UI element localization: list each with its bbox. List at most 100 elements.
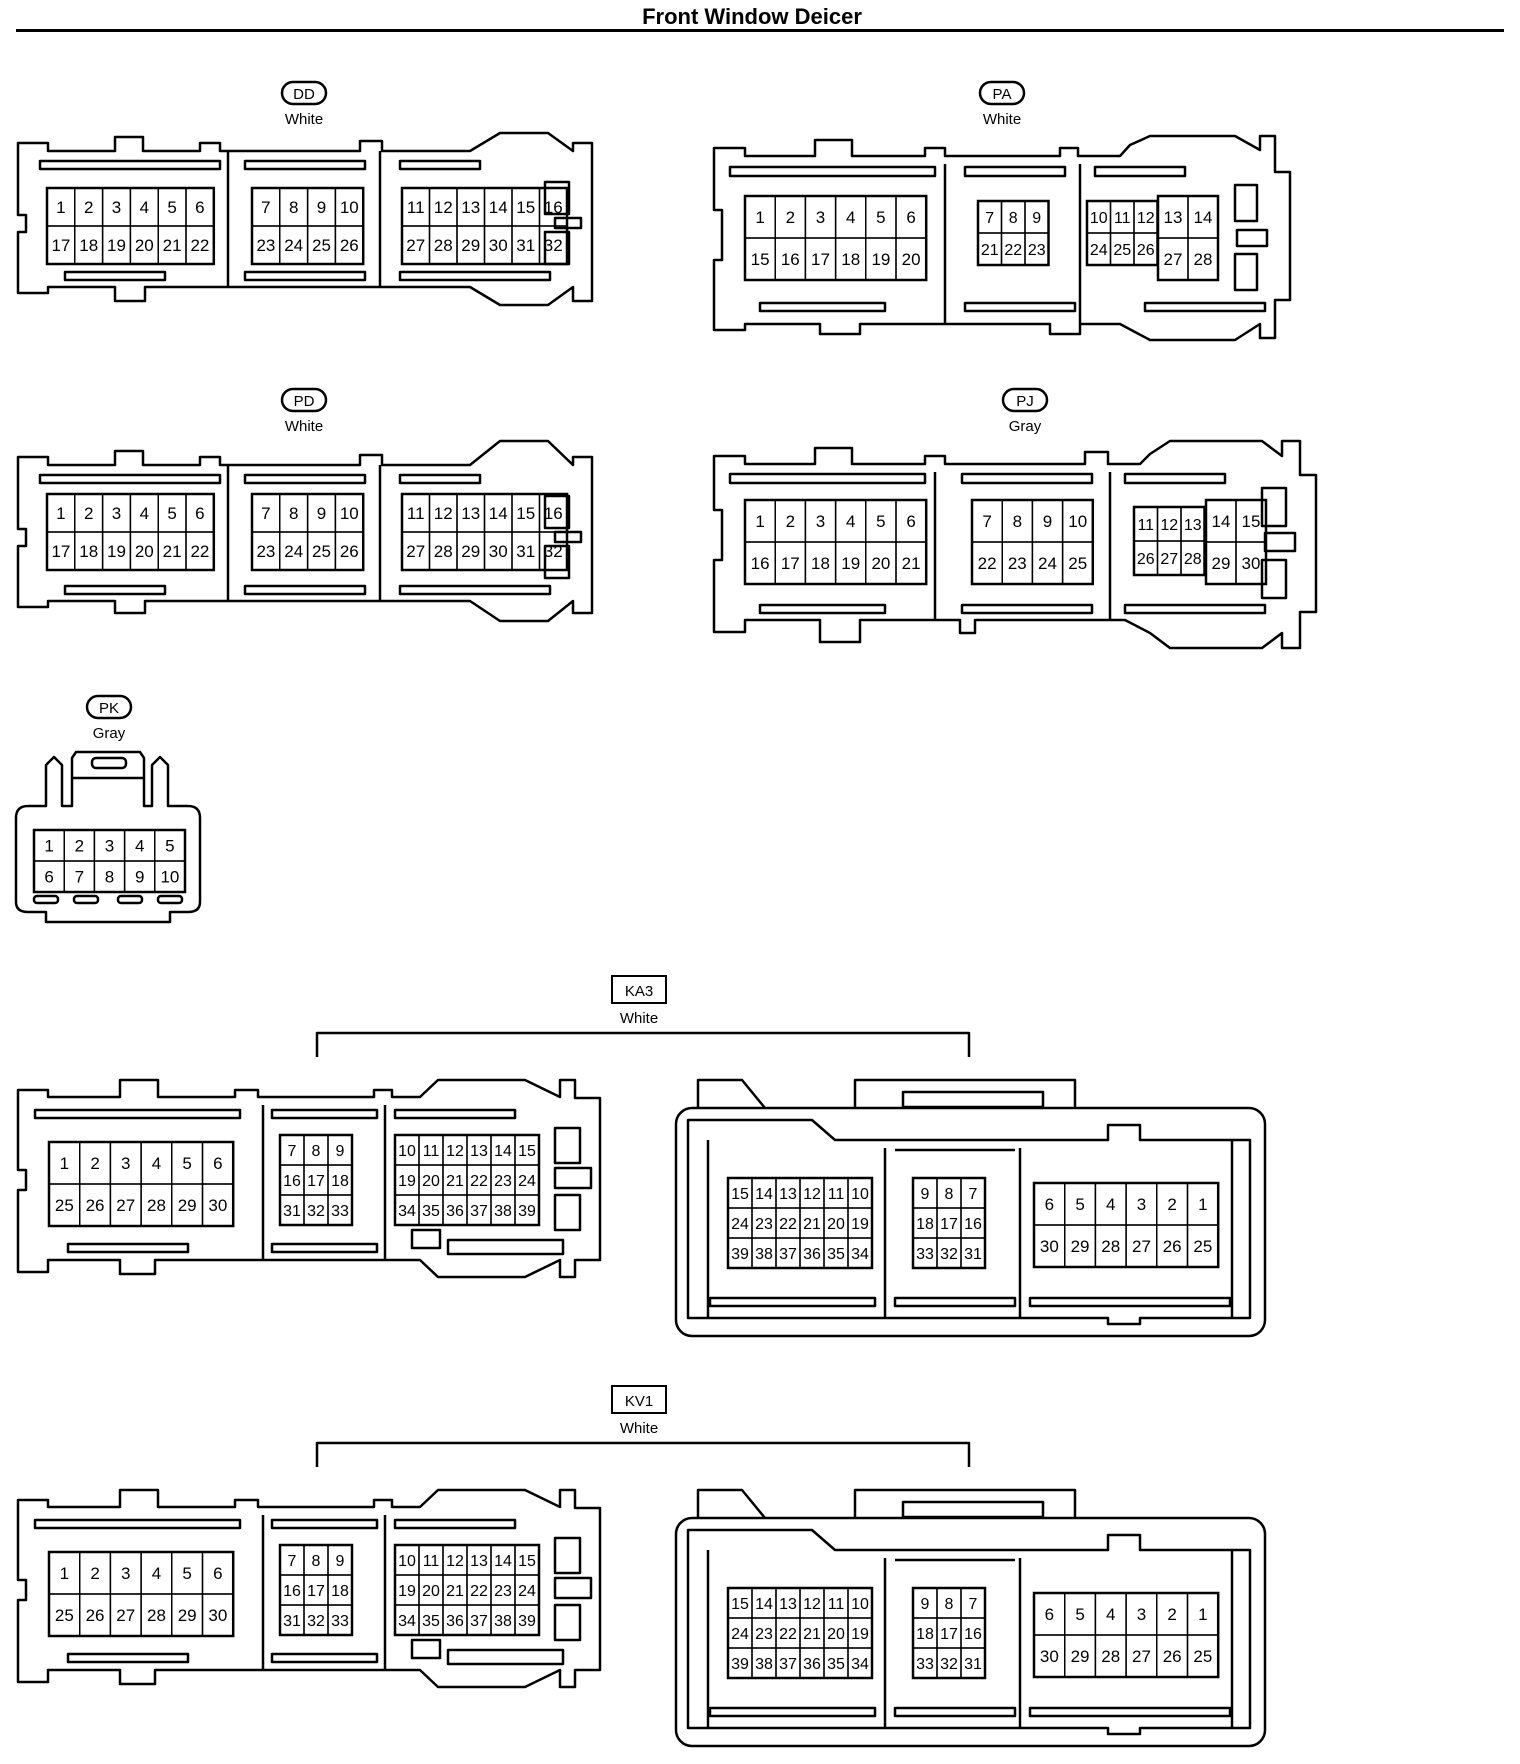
pin-number: 22 xyxy=(779,1216,797,1233)
pin-number: 35 xyxy=(422,1613,440,1630)
pin-number: 19 xyxy=(871,250,890,269)
pin-number: 1 xyxy=(56,198,65,217)
pin-number: 23 xyxy=(755,1216,773,1233)
pin-number: 30 xyxy=(489,236,508,255)
connector-dd-color: White xyxy=(285,111,323,128)
pin-number: 10 xyxy=(340,504,359,523)
pin-number: 23 xyxy=(755,1626,773,1643)
pin-number: 27 xyxy=(1132,1647,1151,1666)
pin-cell xyxy=(1024,232,1050,266)
pin-number: 24 xyxy=(1038,554,1057,573)
pin-number: 8 xyxy=(312,1143,321,1160)
pin-number: 5 xyxy=(876,208,885,227)
pin-cell xyxy=(185,225,215,265)
pin-number: 18 xyxy=(79,542,98,561)
pin-number: 5 xyxy=(182,1564,191,1583)
pin-number: 26 xyxy=(340,542,359,561)
pin-number: 5 xyxy=(167,198,176,217)
pin-number: 16 xyxy=(751,554,770,573)
pin-number: 33 xyxy=(916,1656,934,1673)
connector-pa-code: PA xyxy=(993,86,1012,103)
pin-cell xyxy=(1187,237,1219,281)
connector-pk-color: Gray xyxy=(93,725,126,742)
pin-number: 14 xyxy=(1212,512,1231,531)
pin-number: 24 xyxy=(1090,242,1108,259)
pin-number: 27 xyxy=(1160,551,1178,568)
pin-number: 4 xyxy=(846,512,855,531)
pin-number: 18 xyxy=(841,250,860,269)
pin-number: 15 xyxy=(518,1553,536,1570)
pin-number: 22 xyxy=(470,1173,488,1190)
pin-number: 21 xyxy=(446,1173,464,1190)
connector-dd-label-box xyxy=(280,80,328,106)
pin-number: 24 xyxy=(518,1583,536,1600)
pin-number: 1 xyxy=(56,504,65,523)
pin-number: 23 xyxy=(494,1583,512,1600)
pin-number: 19 xyxy=(107,236,126,255)
pin-cell xyxy=(960,1647,986,1679)
pin-number: 12 xyxy=(803,1186,821,1203)
pin-number: 27 xyxy=(1164,250,1183,269)
pin-number: 11 xyxy=(423,1553,440,1570)
pin-number: 32 xyxy=(940,1656,958,1673)
pin-number: 18 xyxy=(331,1173,349,1190)
pin-number: 1 xyxy=(755,208,764,227)
pin-cell xyxy=(1180,540,1206,576)
pin-number: 3 xyxy=(816,512,825,531)
connector-kv1-code: KV1 xyxy=(625,1393,653,1410)
ka3-bracket xyxy=(315,1031,971,1057)
pin-number: 5 xyxy=(876,512,885,531)
pin-number: 39 xyxy=(518,1613,536,1630)
pin-number: 10 xyxy=(1068,512,1087,531)
pin-number: 19 xyxy=(851,1626,869,1643)
connector-pd-housing xyxy=(16,439,594,623)
pin-number: 19 xyxy=(107,542,126,561)
pin-number: 17 xyxy=(940,1626,958,1643)
pin-number: 8 xyxy=(1009,210,1018,227)
connector-kv1-female-housing xyxy=(674,1488,1267,1748)
pin-number: 4 xyxy=(140,198,149,217)
pin-number: 21 xyxy=(446,1583,464,1600)
kv1-bracket xyxy=(315,1441,971,1467)
connector-pd-code: PD xyxy=(294,393,315,410)
pin-number: 2 xyxy=(1167,1195,1176,1214)
pin-number: 25 xyxy=(312,236,331,255)
pin-number: 8 xyxy=(945,1596,954,1613)
pin-number: 12 xyxy=(803,1596,821,1613)
pin-number: 21 xyxy=(803,1216,821,1233)
pin-number: 17 xyxy=(781,554,800,573)
pin-number: 24 xyxy=(731,1626,749,1643)
connector-ka3-male-housing xyxy=(16,1078,602,1279)
pin-number: 3 xyxy=(112,504,121,523)
pin-number: 33 xyxy=(331,1203,349,1220)
pin-number: 24 xyxy=(518,1173,536,1190)
pin-cell xyxy=(960,1237,986,1269)
pin-number: 38 xyxy=(755,1246,773,1263)
pin-number: 30 xyxy=(208,1606,227,1625)
pin-cell xyxy=(895,237,927,281)
pin-number: 14 xyxy=(489,198,508,217)
pin-number: 25 xyxy=(1068,554,1087,573)
pin-number: 5 xyxy=(182,1154,191,1173)
pin-number: 7 xyxy=(288,1553,297,1570)
pin-number: 32 xyxy=(544,542,563,561)
pin-number: 38 xyxy=(755,1656,773,1673)
pin-number: 9 xyxy=(1043,512,1052,531)
pin-number: 36 xyxy=(803,1656,821,1673)
pin-number: 7 xyxy=(75,868,84,887)
pin-number: 28 xyxy=(1184,551,1202,568)
pin-cell xyxy=(1186,1224,1219,1268)
pin-cell xyxy=(154,860,186,893)
pin-number: 1 xyxy=(1198,1195,1207,1214)
pin-number: 28 xyxy=(434,542,453,561)
pin-number: 20 xyxy=(135,542,154,561)
pin-number: 17 xyxy=(940,1216,958,1233)
pin-number: 11 xyxy=(1114,210,1131,227)
connector-ka3-female-housing xyxy=(674,1078,1267,1338)
